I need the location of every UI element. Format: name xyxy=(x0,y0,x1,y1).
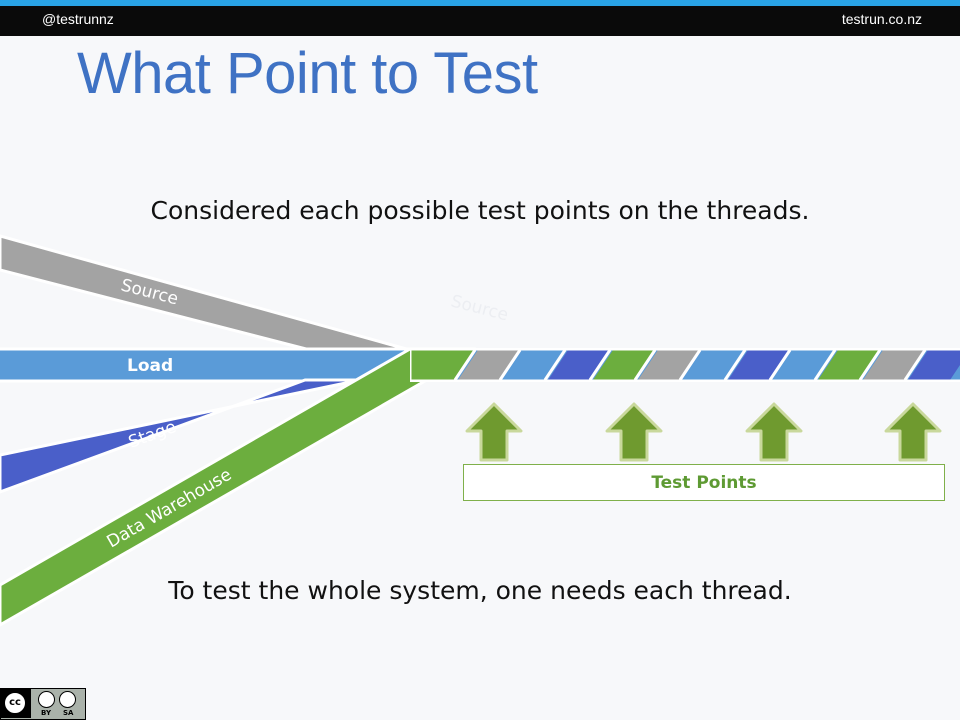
share-alike-icon xyxy=(59,691,76,708)
load-thread xyxy=(0,347,414,383)
test-points-label: Test Points xyxy=(651,473,757,493)
slide-subtitle: Considered each possible test points on … xyxy=(150,196,810,225)
load-label: Load xyxy=(127,356,173,376)
cc-by-text: BY xyxy=(41,709,52,717)
source-ghost-label: Source xyxy=(449,291,511,325)
website-link[interactable]: testrun.co.nz xyxy=(841,11,922,27)
test-point-arrow xyxy=(745,402,803,462)
test-points-box: Test Points xyxy=(463,464,945,501)
header-bar: @testrunnz testrun.co.nz xyxy=(0,0,960,36)
test-point-arrow xyxy=(465,402,523,462)
twitter-handle: @testrunnz xyxy=(42,11,114,27)
conclusion-text: To test the whole system, one needs each… xyxy=(168,576,792,605)
attribution-icon xyxy=(38,691,55,708)
test-point-arrow xyxy=(605,402,663,462)
slide-title: What Point to Test xyxy=(77,41,538,106)
warehouse-label: Data Warehouse xyxy=(104,465,236,553)
cc-license-badge[interactable]: cc BY SA xyxy=(0,688,86,720)
header-accent xyxy=(0,0,960,6)
source-thread xyxy=(0,234,412,352)
twisted-rope xyxy=(410,348,960,382)
stage-thread xyxy=(0,378,362,494)
cc-sa-text: SA xyxy=(63,709,74,717)
cc-icon: cc xyxy=(4,692,26,714)
test-point-arrow xyxy=(884,402,942,462)
cc-logo: cc xyxy=(1,689,31,718)
